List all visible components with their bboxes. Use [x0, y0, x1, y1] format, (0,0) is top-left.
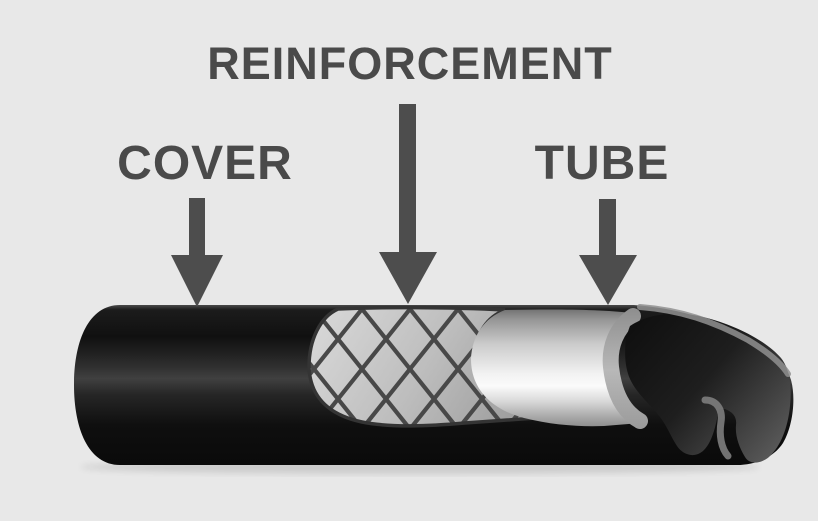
- hose-bore-opening: [625, 313, 791, 463]
- cover-arrow-down-icon: [171, 198, 223, 307]
- label-reinforcement: REINFORCEMENT: [207, 38, 613, 89]
- tube-arrow-down-icon: [579, 199, 637, 305]
- bore-rim-highlight: [602, 308, 648, 429]
- label-tube: TUBE: [534, 137, 670, 190]
- hose-tube-graphic: [471, 309, 640, 427]
- inner-wall-hook-highlight: [701, 396, 732, 460]
- reinforcement-arrow-down-icon: [379, 104, 437, 304]
- label-cover: COVER: [117, 137, 293, 190]
- cut-edge-top-rim: [637, 304, 791, 377]
